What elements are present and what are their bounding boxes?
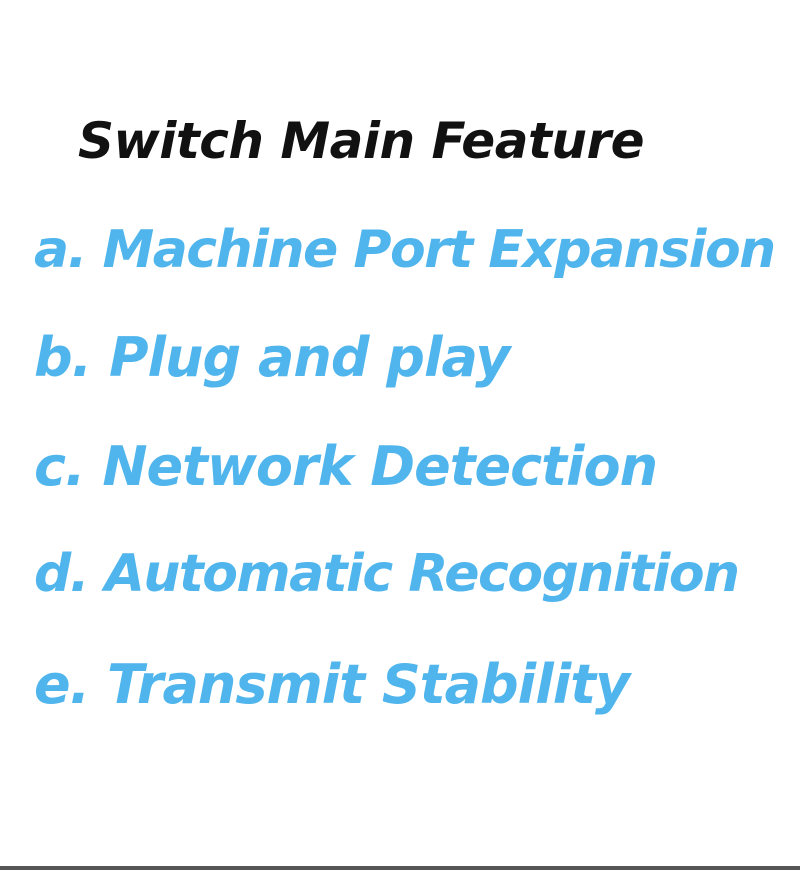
feature-item-network-detection: c. Network Detection [34, 435, 658, 498]
page-title: Switch Main Feature [78, 112, 645, 170]
feature-item-machine-port-expansion: a. Machine Port Expansion [34, 220, 776, 280]
feature-item-plug-and-play: b. Plug and play [34, 326, 510, 389]
feature-item-transmit-stability: e. Transmit Stability [34, 653, 630, 716]
bottom-divider [0, 866, 800, 870]
feature-item-automatic-recognition: d. Automatic Recognition [34, 544, 740, 604]
